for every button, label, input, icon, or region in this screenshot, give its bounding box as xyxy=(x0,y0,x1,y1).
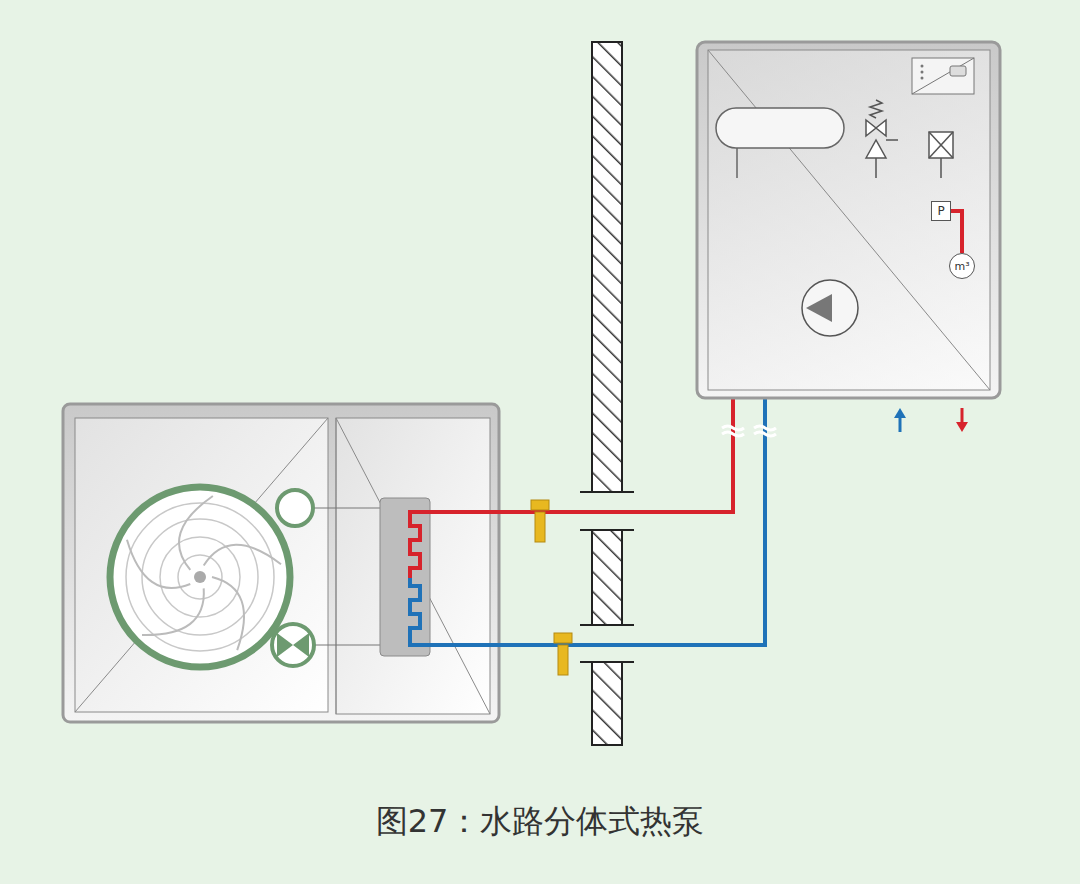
circulation-pump xyxy=(802,280,858,336)
flow-meter-circle: m³ xyxy=(949,253,975,279)
node-label: P xyxy=(937,205,944,217)
flow-arrows xyxy=(894,408,968,432)
fan xyxy=(110,487,290,667)
expansion-tank xyxy=(716,108,844,178)
pipe-connector xyxy=(951,211,962,253)
safety-valve xyxy=(866,100,898,178)
figure-caption: 图27：水路分体式热泵 xyxy=(0,800,1080,844)
air-vent xyxy=(929,132,953,178)
heat-exchanger xyxy=(380,498,430,656)
wall xyxy=(580,42,634,745)
indoor-unit xyxy=(697,42,1000,398)
pipe-break xyxy=(722,426,776,436)
expansion-valve-symbol xyxy=(272,624,314,666)
outdoor-unit xyxy=(63,404,499,722)
pressure-gauge-box: P xyxy=(931,201,951,221)
filter-valve xyxy=(531,500,572,675)
compressor-symbol xyxy=(277,490,313,526)
node-label: m³ xyxy=(954,261,969,272)
